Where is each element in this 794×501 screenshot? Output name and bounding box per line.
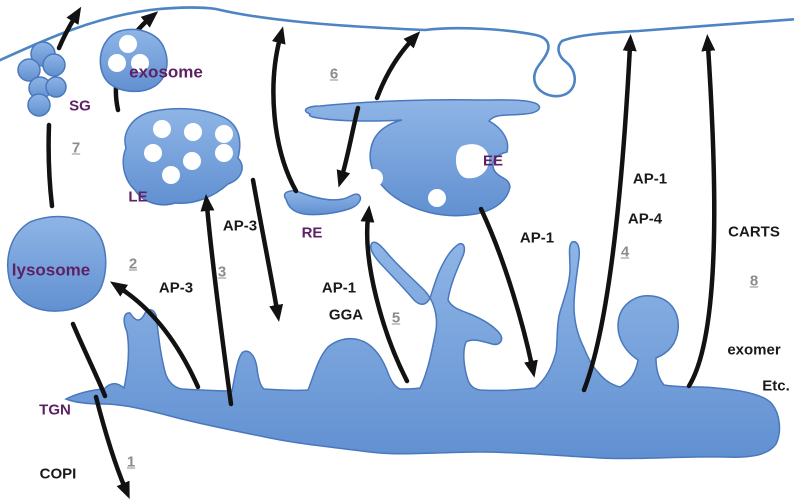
secretory-granules-shape	[17, 41, 67, 117]
recycling-endosome-shape	[283, 190, 362, 216]
le-intralumenal-vesicles	[144, 120, 233, 184]
label-ee: EE	[482, 152, 504, 170]
pathway-number-5: 5	[391, 309, 401, 327]
arrow-7-sg-to-pm	[56, 6, 82, 51]
arrow-3-le-to-tgn	[250, 177, 284, 322]
plasma-membrane	[0, 6, 794, 98]
arrow-1-copi	[93, 394, 130, 500]
arrow-8-carts-tgn-to-pm	[686, 34, 717, 389]
exosome-shape	[99, 28, 168, 93]
tgn-shape	[64, 240, 781, 460]
label-re: RE	[301, 224, 323, 242]
pathway-number-3: 3	[217, 263, 227, 281]
connector-lysosome-sg	[46, 122, 55, 209]
label-carts: CARTS	[728, 223, 780, 241]
label-copi: COPI	[39, 465, 77, 483]
pathway-number-8: 8	[749, 272, 759, 290]
label-ap3-le: AP-3	[222, 217, 258, 235]
arrow-3-tgn-to-le	[200, 194, 234, 407]
ee-intralumenal-vesicles	[365, 144, 490, 207]
arrow-ee-to-pm	[374, 31, 421, 101]
pathway-number-1: 1	[126, 453, 136, 471]
label-ap1-ee-tgn: AP-1	[519, 229, 555, 247]
label-sg: SG	[69, 97, 91, 115]
pathway-number-4: 4	[620, 243, 630, 261]
arrow-2-tgn-to-lysosome	[109, 281, 201, 390]
label-ap1-tgn-re: AP-1	[321, 279, 357, 297]
label-ap3-lysosome: AP-3	[158, 279, 194, 297]
label-tgn: TGN	[39, 401, 71, 419]
label-etc: Etc.	[762, 377, 790, 395]
late-endosome-shape	[122, 107, 243, 206]
arrow-4-tgn-to-pm	[581, 34, 637, 393]
label-le: LE	[128, 188, 148, 206]
label-lysosome: lysosome	[11, 260, 91, 280]
label-gga: GGA	[328, 306, 364, 324]
exosome-vesicles	[108, 35, 149, 72]
pathway-number-7: 7	[71, 139, 81, 157]
arrow-6-re-to-pm	[271, 26, 299, 194]
lysosome-shape	[6, 215, 107, 312]
connector-tgn-lysosome	[70, 321, 108, 399]
label-ap4: AP-4	[627, 210, 663, 228]
arrow-ap1-ee-to-tgn	[478, 206, 538, 378]
label-exomer: exomer	[727, 341, 781, 359]
label-ap1-tgn-pm: AP-1	[632, 170, 668, 188]
arrow-5-tgn-to-endosome	[360, 205, 410, 384]
early-endosome-shape	[304, 99, 541, 217]
pathway-number-2: 2	[128, 255, 138, 273]
pathway-number-6: 6	[329, 65, 339, 83]
arrow-ee-to-re	[336, 105, 361, 188]
label-exosome: exosome	[129, 62, 203, 82]
